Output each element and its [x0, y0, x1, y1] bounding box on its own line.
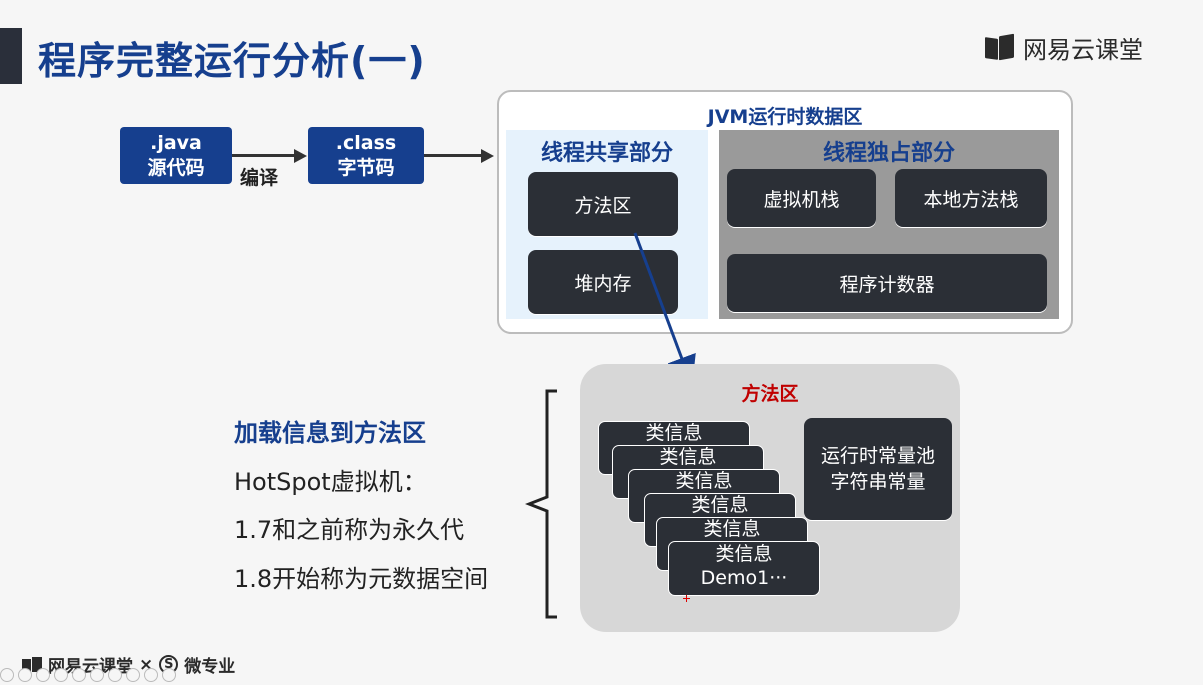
java-source-box: .java 源代码	[120, 127, 232, 184]
notes-line: 1.8开始称为元数据空间	[234, 565, 489, 593]
control-dot-icon[interactable]	[72, 668, 86, 682]
compile-arrow-line	[232, 154, 296, 157]
compile-arrow-head-icon	[294, 149, 307, 163]
load-arrow-head-icon	[481, 149, 494, 163]
class-box-line1: .class	[335, 131, 397, 154]
method-area-title: 方法区	[741, 383, 799, 405]
book-logo-icon	[985, 35, 1015, 61]
footer-book-icon	[22, 656, 42, 673]
shared-heading: 线程共享部分	[540, 141, 673, 166]
control-dot-icon[interactable]	[0, 668, 14, 682]
class-box-line2: 字节码	[337, 156, 395, 179]
control-dot-icon[interactable]	[144, 668, 158, 682]
brand-name: 网易云课堂	[1023, 36, 1143, 64]
constant-pool-line1: 运行时常量池	[820, 445, 935, 467]
control-dot-icon[interactable]	[126, 668, 140, 682]
player-controls[interactable]	[0, 668, 176, 682]
class-info-card-sub: Demo1···	[700, 567, 788, 589]
private-item-pc-register: 程序计数器	[727, 254, 1047, 312]
shared-item-method-area: 方法区	[528, 172, 678, 236]
runtime-constant-pool: 运行时常量池 字符串常量	[804, 418, 952, 520]
title-accent-bar	[0, 28, 22, 84]
slide-title: 程序完整运行分析(一)	[38, 39, 426, 83]
notes-heading: 加载信息到方法区	[234, 419, 426, 447]
private-item-native-stack: 本地方法栈	[895, 169, 1047, 227]
detail-arrow	[633, 232, 696, 387]
control-dot-icon[interactable]	[108, 668, 122, 682]
control-dot-icon[interactable]	[162, 668, 176, 682]
control-dot-icon[interactable]	[54, 668, 68, 682]
load-arrow-line	[424, 154, 482, 157]
notes-line: 1.7和之前称为永久代	[234, 516, 465, 544]
jvm-title: JVM运行时数据区	[707, 106, 863, 128]
java-box-line2: 源代码	[147, 156, 205, 179]
class-info-card-demo: 类信息 Demo1···	[668, 541, 820, 596]
left-bracket	[525, 389, 557, 619]
footer-partner: 微专业	[184, 657, 236, 677]
control-dot-icon[interactable]	[36, 668, 50, 682]
class-info-card-label: 类信息	[715, 543, 773, 565]
control-dot-icon[interactable]	[18, 668, 32, 682]
class-bytecode-box: .class 字节码	[308, 127, 424, 184]
private-item-vm-stack: 虚拟机栈	[727, 169, 876, 227]
constant-pool-line2: 字符串常量	[830, 471, 926, 493]
java-box-line1: .java	[150, 131, 202, 154]
brand-logo-top: 网易云课堂	[985, 30, 1143, 65]
notes-line: HotSpot虚拟机：	[234, 468, 427, 496]
cursor-crosshair-icon	[683, 595, 690, 602]
control-dot-icon[interactable]	[90, 668, 104, 682]
private-heading: 线程独占部分	[822, 141, 955, 166]
compile-label: 编译	[240, 167, 279, 189]
